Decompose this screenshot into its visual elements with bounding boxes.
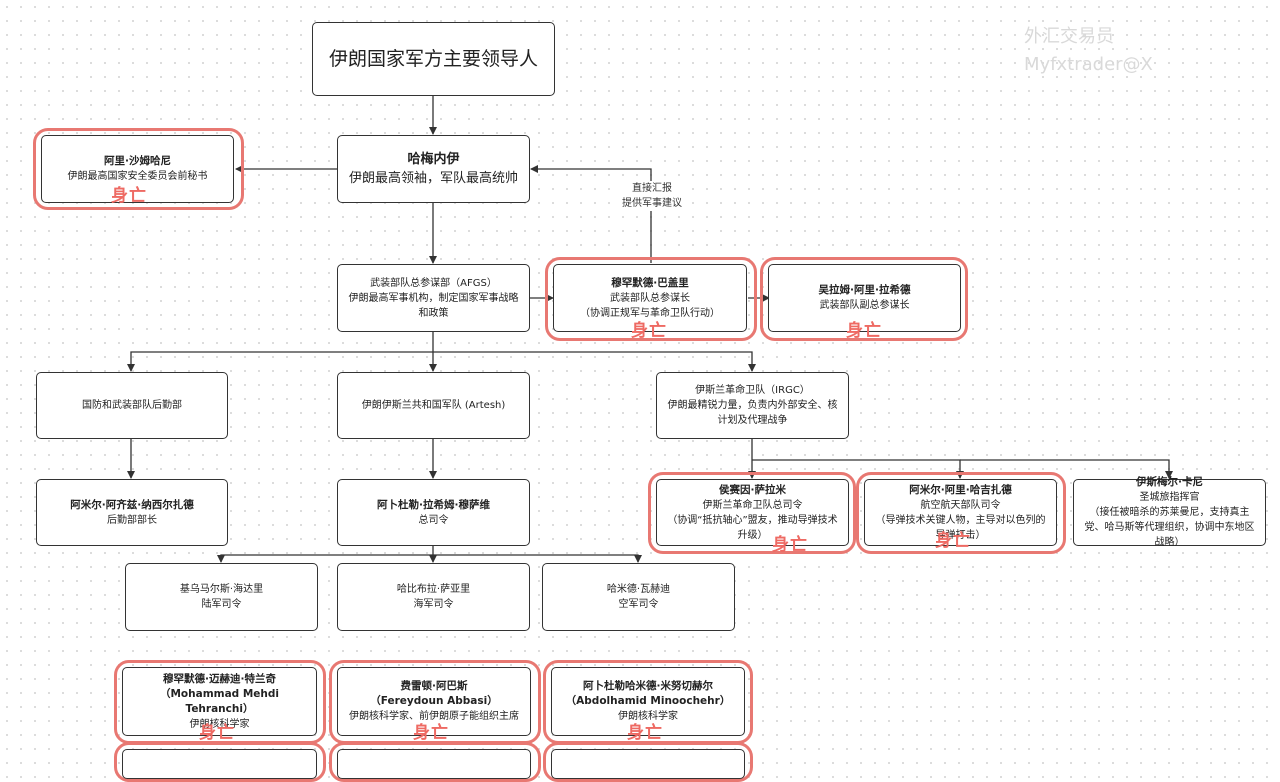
node-top: 伊朗国家军方主要领导人 [312,22,555,96]
node-nasirzadeh: 阿米尔·阿齐兹·纳西尔扎德 后勤部部长 [36,479,228,546]
deceased-ring-hajizadeh [856,472,1066,554]
deceased-label-minoochehr: 身亡 [627,723,663,743]
node-heydari: 基乌马尔斯·海达里 陆军司令 [125,563,318,631]
edge-irgc-qaani [960,459,1173,479]
node-row2-b [337,749,531,779]
node-hajizadeh: 阿米尔·阿里·哈吉扎德 航空航天部队司令 （导弹技术关键人物，主导对以色列的导弹… [864,479,1057,546]
deceased-label-bagheri: 身亡 [631,321,667,341]
report-note: 直接汇报 提供军事建议 [612,181,692,211]
node-irgc: 伊斯兰革命卫队（IRGC） 伊朗最精锐力量，负责内外部安全、核计划及代理战争 [656,372,849,439]
edge-mousavi-vahedi [433,554,642,563]
deceased-label-hajizadeh: 身亡 [935,531,971,551]
node-logistics: 国防和武装部队后勤部 [36,372,228,439]
edge-afgs-irgc [433,351,756,372]
deceased-ring-salami [648,472,856,554]
node-minoochehr: 阿卜杜勒哈米德·米努切赫尔 （Abdolhamid Minoochehr） 伊朗… [551,667,745,736]
deceased-ring-shamkhani [33,128,244,210]
deceased-ring-bagheri [545,257,757,341]
node-mousavi: 阿卜杜勒·拉希姆·穆萨维 总司令 [337,479,530,546]
node-bagheri: 穆罕默德·巴盖里 武装部队总参谋长 （协调正规军与革命卫队行动） [553,264,747,332]
node-row2-c [551,749,745,779]
node-row2-a [122,749,317,779]
deceased-label-rashid: 身亡 [846,321,882,341]
edge-bagheri-khamenei [530,165,652,263]
node-rashid: 吴拉姆·阿里·拉希德 武装部队副总参谋长 [768,264,961,332]
node-abbasi: 费雷顿·阿巴斯 （Fereydoun Abbasi） 伊朗核科学家、前伊朗原子能… [337,667,531,736]
node-qaani: 伊斯梅尔·卡尼 圣城旅指挥官 （接任被暗杀的苏莱曼尼，支持真主党、哈马斯等代理组… [1073,476,1266,548]
node-khamenei: 哈梅内伊 伊朗最高领袖，军队最高统帅 [337,135,530,203]
node-tehranchi: 穆罕默德·迈赫迪·特兰奇 （Mohammad Mehdi Tehranchi） … [122,667,317,736]
deceased-ring-rashid [760,257,968,341]
node-shamkhani: 阿里·沙姆哈尼 伊朗最高国家安全委员会前秘书 [41,135,234,203]
node-salami: 侯赛因·萨拉米 伊斯兰革命卫队总司令 （协调“抵抗轴心”盟友，推动导弹技术升级） [656,479,849,546]
deceased-label-salami: 身亡 [772,535,808,555]
edge-mousavi-heydari [217,554,433,563]
deceased-label-tehranchi: 身亡 [199,723,235,743]
node-afgs: 武装部队总参谋部（AFGS） 伊朗最高军事机构，制定国家军事战略和政策 [337,264,530,332]
deceased-label-shamkhani: 身亡 [111,186,147,206]
deceased-label-abbasi: 身亡 [413,723,449,743]
watermark: 外汇交易员 Myfxtrader@X [1024,26,1153,75]
node-vahedi: 哈米德·瓦赫迪 空军司令 [542,563,735,631]
edge-afgs-logistics [127,351,433,372]
node-sayyari: 哈比布拉·萨亚里 海军司令 [337,563,530,631]
node-artesh: 伊朗伊斯兰共和国军队 (Artesh) [337,372,530,439]
